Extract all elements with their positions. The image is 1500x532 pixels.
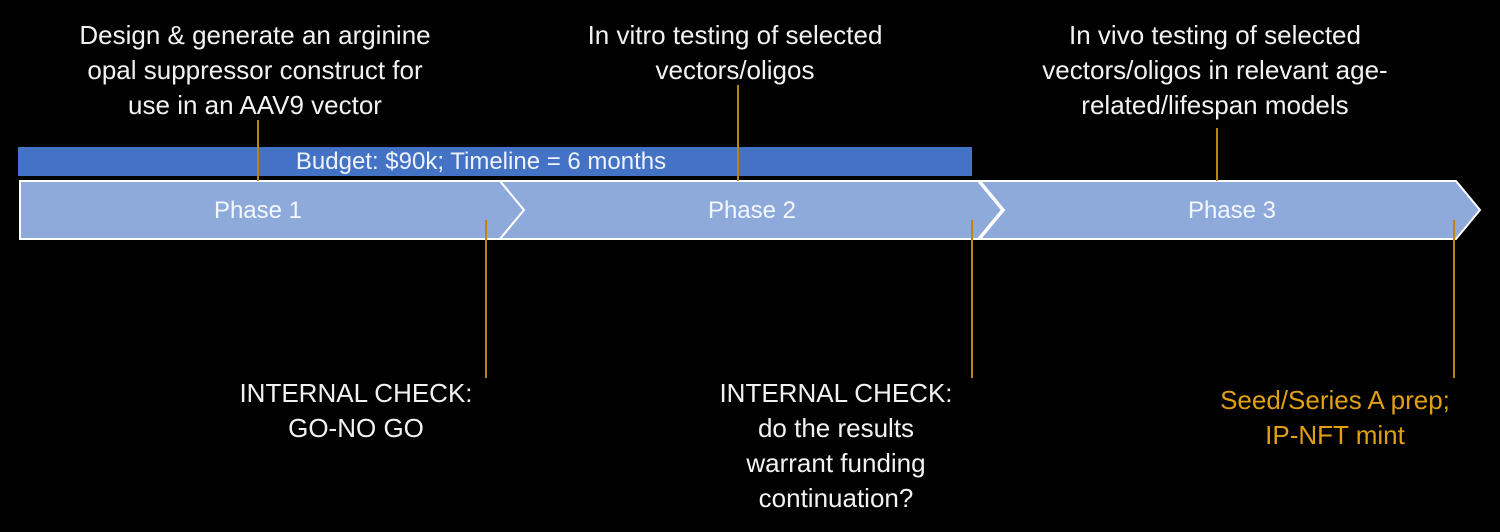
budget-label: Budget: $90k; Timeline = 6 months xyxy=(295,148,667,175)
phase-3-label: Phase 3 xyxy=(1187,197,1277,224)
checkpoint-3: Seed/Series A prep; IP-NFT mint xyxy=(1220,385,1450,450)
phase-2-description: In vitro testing of selected vectors/oli… xyxy=(587,20,883,85)
phase-2-arrow xyxy=(497,180,1004,240)
phase-3-arrow xyxy=(977,180,1482,240)
phase-1-description: Design & generate an arginine opal suppr… xyxy=(79,20,431,120)
budget-bar: Budget: $90k; Timeline = 6 months xyxy=(18,147,972,176)
phase-1-label: Phase 1 xyxy=(213,197,303,224)
checkpoint-2: INTERNAL CHECK: do the results warrant f… xyxy=(719,378,953,513)
checkpoint-1: INTERNAL CHECK: GO-NO GO xyxy=(239,378,473,443)
phase-3-description: In vivo testing of selected vectors/olig… xyxy=(1042,20,1388,120)
phase-2-label: Phase 2 xyxy=(707,197,797,224)
